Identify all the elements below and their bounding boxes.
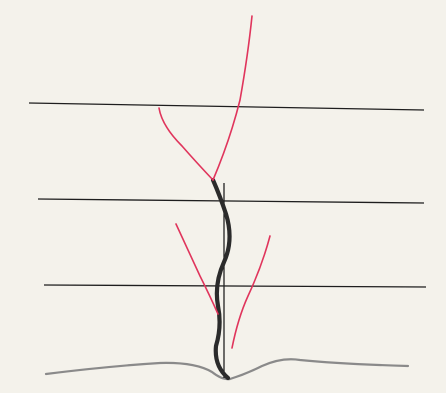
paper-background xyxy=(0,0,446,393)
vine-training-sketch xyxy=(0,0,446,393)
sketch-svg xyxy=(0,0,446,393)
